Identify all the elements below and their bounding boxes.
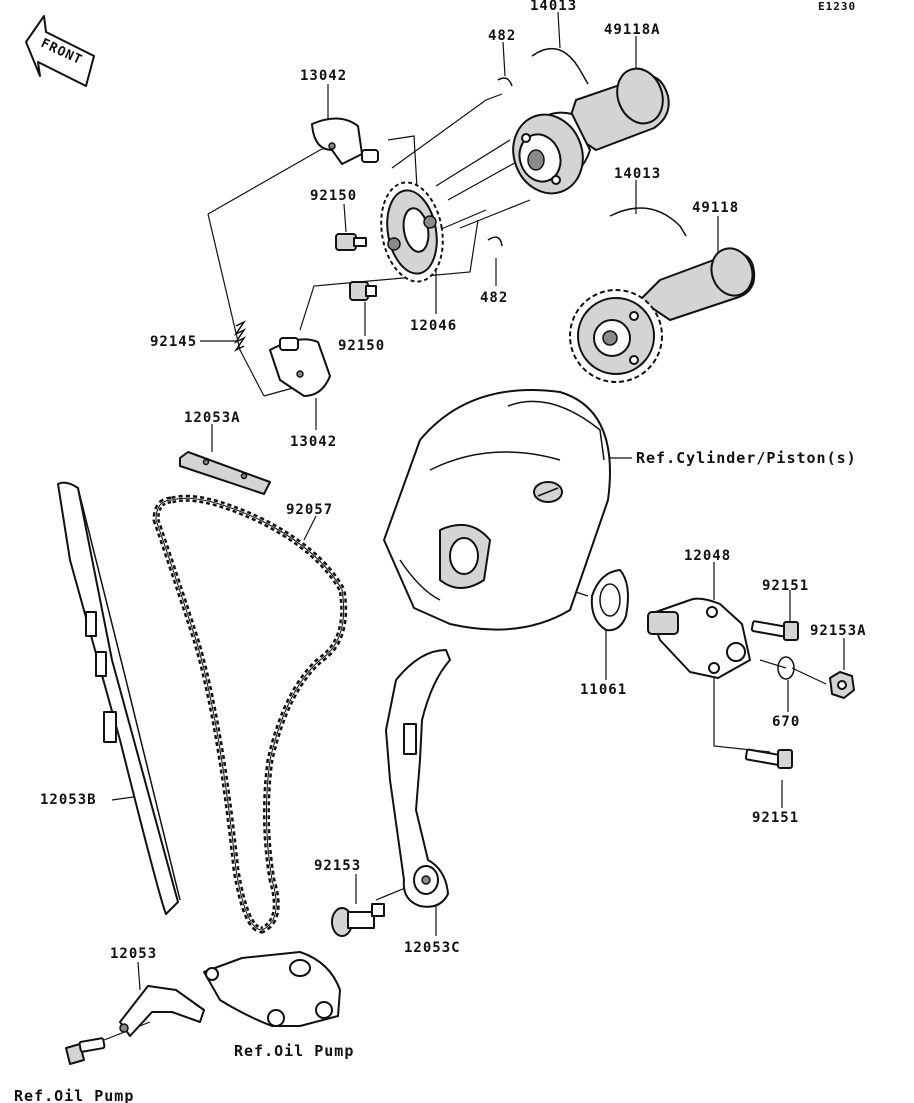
label-482-lower: 482	[480, 290, 508, 306]
chain-guide-top	[179, 451, 271, 495]
label-49118A: 49118A	[604, 22, 661, 38]
bolt-92151-upper	[750, 620, 799, 641]
circlip-482-lower	[487, 236, 503, 247]
decompressor-weight-lower	[269, 337, 331, 397]
label-92150-lower: 92150	[338, 338, 385, 354]
label-13042-lower: 13042	[290, 434, 337, 450]
label-92057: 92057	[286, 502, 333, 518]
front-arrow-icon: FRONT	[25, 15, 95, 87]
bolt-92150-upper	[335, 233, 367, 251]
label-13042-upper: 13042	[300, 68, 347, 84]
gasket-11061	[590, 569, 629, 632]
label-92151-lower: 92151	[752, 810, 799, 826]
bolt-oil-pump	[65, 1037, 106, 1065]
camshaft-exhaust	[569, 207, 756, 383]
label-ref-oil-pump-upper: Ref.Oil Pump	[234, 1042, 354, 1060]
bolt-92150-lower	[349, 281, 377, 301]
label-12053A: 12053A	[184, 410, 241, 426]
spring-92145	[233, 320, 247, 352]
decompressor-weight-upper	[311, 117, 379, 165]
label-12053B: 12053B	[40, 792, 97, 808]
cylinder-reference	[383, 389, 611, 631]
oring-670	[777, 656, 795, 680]
tensioner-12048	[647, 597, 751, 679]
label-11061: 11061	[580, 682, 627, 698]
camshaft-intake	[512, 47, 670, 195]
chain-guide-tensioner	[385, 649, 451, 908]
label-ref-oil-pump-lower: Ref.Oil Pump	[14, 1087, 134, 1103]
label-12048: 12048	[684, 548, 731, 564]
cam-chain	[152, 494, 348, 934]
diagram-code: E1230	[818, 0, 856, 13]
guide-bracket-12053	[119, 985, 205, 1037]
oil-pump-reference	[203, 951, 341, 1027]
label-92153: 92153	[314, 858, 361, 874]
label-92150-upper: 92150	[310, 188, 357, 204]
label-12053: 12053	[110, 946, 157, 962]
label-92145: 92145	[150, 334, 197, 350]
cam-sprocket	[380, 181, 444, 283]
bolt-92153	[331, 903, 385, 937]
label-12053C: 12053C	[404, 940, 461, 956]
label-92153A: 92153A	[810, 623, 867, 639]
label-92151-upper: 92151	[762, 578, 809, 594]
bolt-92151-lower	[744, 748, 793, 769]
label-49118: 49118	[692, 200, 739, 216]
label-14013-lower: 14013	[614, 166, 661, 182]
label-14013-upper: 14013	[530, 0, 577, 14]
chain-guide-long	[57, 481, 181, 915]
circlip-482-upper	[497, 77, 513, 87]
label-12046: 12046	[410, 318, 457, 334]
nut-92153A	[829, 671, 855, 699]
label-482-upper: 482	[488, 28, 516, 44]
label-670: 670	[772, 714, 800, 730]
label-ref-cylinder: Ref.Cylinder/Piston(s)	[636, 449, 857, 467]
